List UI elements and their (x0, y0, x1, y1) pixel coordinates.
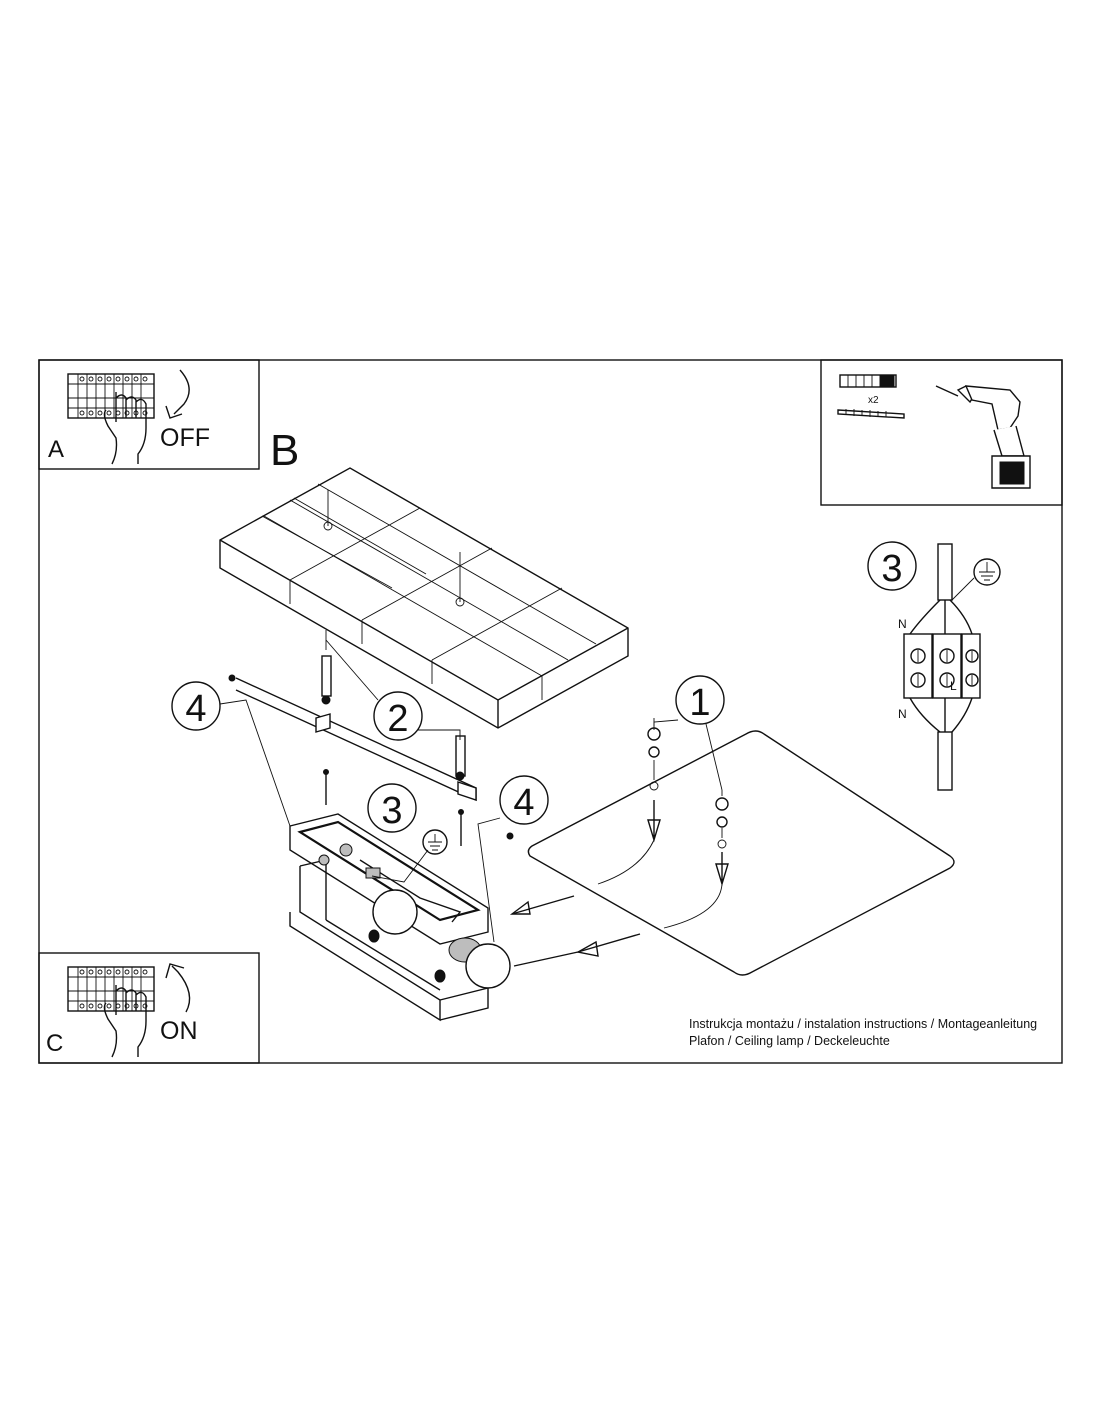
footer-instructions: Instrukcja montażu / instalation instruc… (689, 1017, 1037, 1031)
arrow-up-icon (171, 965, 191, 1013)
svg-text:4: 4 (513, 782, 534, 824)
svg-text:4: 4 (185, 688, 206, 730)
screw-icon (837, 409, 905, 419)
circuit-breaker-icon (67, 966, 155, 1012)
wall-plug-icon (839, 374, 897, 388)
panel-a-state: OFF (160, 424, 210, 452)
panel-a-letter: A (48, 436, 64, 463)
wire-label-n-bottom: N (898, 707, 907, 721)
svg-text:1: 1 (689, 682, 710, 724)
callout-four-left: 4 (171, 681, 291, 827)
callout-two: 2 (325, 639, 461, 741)
assembly-arrows (509, 895, 641, 967)
drill-icon (935, 385, 1031, 489)
wall-plugs (321, 630, 466, 846)
wiring-diagram: 3 N N L (867, 541, 1001, 791)
svg-text:3: 3 (381, 790, 402, 832)
panel-c-letter: C (46, 1030, 63, 1057)
wiring-callout-three: 3 (881, 548, 902, 590)
plug-quantity: x2 (868, 395, 879, 406)
lamp-top-blocks (219, 467, 629, 729)
outer-frame (38, 359, 1063, 1064)
callout-four-right: 4 (477, 775, 549, 943)
hand-icon (103, 984, 147, 1058)
step-letter-b: B (270, 426, 299, 475)
panel-a-power-off: A OFF (38, 359, 260, 470)
panel-c-state: ON (160, 1017, 198, 1045)
hand-icon (103, 391, 147, 465)
panel-c-power-on: C ON (38, 952, 260, 1064)
callout-one: 1 (653, 675, 725, 791)
wire-label-n-top: N (898, 617, 907, 631)
mounting-bracket (228, 674, 514, 840)
circuit-breaker-icon (67, 373, 155, 419)
tools-panel: x2 (820, 359, 1063, 506)
wire-label-l: L (950, 679, 957, 693)
footer-product: Plafon / Ceiling lamp / Deckeleuchte (689, 1034, 890, 1048)
callout-three-lamp: 3 (367, 783, 448, 883)
arrow-down-icon (173, 369, 190, 415)
mounting-plate (527, 718, 955, 976)
lamp-body (289, 813, 511, 1022)
svg-text:2: 2 (387, 698, 408, 740)
